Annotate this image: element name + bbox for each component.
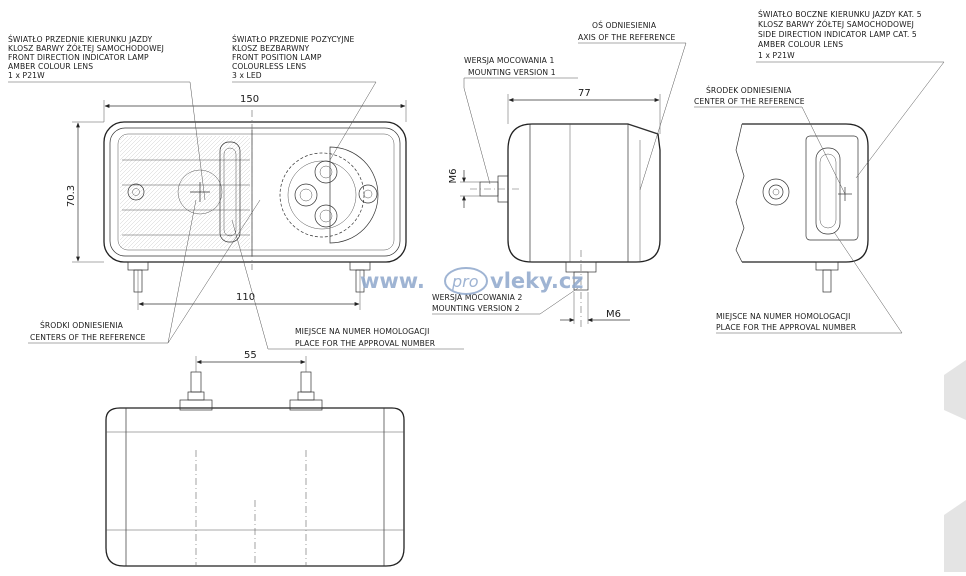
watermark-logo: pro [451, 272, 479, 291]
watermark-pre: www. [360, 269, 425, 293]
dimension-mount-spacing-text: 110 [236, 292, 255, 303]
label-line: PLACE FOR THE APPROVAL NUMBER [716, 323, 857, 332]
label-axis-reference: OŚ ODNIESIENIA AXIS OF THE REFERENCE [578, 21, 687, 191]
label-front-indicator: ŚWIATŁO PRZEDNIE KIERUNKU JAZDY KLOSZ BA… [8, 35, 206, 201]
label-mounting-v1: WERSJA MOCOWANIA 1 MOUNTING VERSION 1 [463, 56, 578, 185]
bottom-view [105, 371, 405, 567]
front-studs [127, 261, 371, 293]
label-line: AMBER COLOUR LENS [758, 40, 843, 49]
label-line: 55 [244, 350, 257, 361]
led-cluster [279, 146, 379, 244]
label-line: MIEJSCE NA NUMER HOMOLOGACJI [716, 312, 850, 321]
dimension-depth: 77 [507, 88, 661, 134]
dimension-bolt-v1: M6 [448, 169, 480, 208]
page-edge-shape-top [944, 360, 966, 420]
label-line: FRONT DIRECTION INDICATOR LAMP [8, 53, 149, 62]
label-line: AMBER COLOUR LENS [8, 62, 93, 71]
side-view [470, 123, 661, 330]
dimension-width: 150 [103, 94, 407, 122]
dimension-bottom-spacing: 55 [195, 350, 307, 372]
label-center-reference: ŚRODEK ODNIESIENIA CENTER OF THE REFEREN… [694, 86, 846, 195]
label-line: MOUNTING VERSION 2 [432, 304, 520, 313]
label-line: COLOURLESS LENS [232, 62, 306, 71]
label-line: KLOSZ BARWY ŻÓŁTEJ SAMOCHODOWEJ [758, 20, 914, 29]
label-line: CENTERS OF THE REFERENCE [30, 333, 146, 342]
label-line: 1 x P21W [758, 51, 795, 60]
watermark-post: vleky.cz [490, 269, 584, 293]
label-line: OŚ ODNIESIENIA [592, 21, 657, 30]
label-line: AXIS OF THE REFERENCE [578, 33, 675, 42]
label-line: MOUNTING VERSION 1 [468, 68, 556, 77]
watermark: www. pro vleky.cz [360, 267, 584, 295]
label-line: 1 x P21W [8, 71, 45, 80]
side-screw-icon [762, 178, 790, 206]
label-line: M6 [448, 169, 459, 184]
dimension-width-text: 150 [240, 94, 259, 105]
label-line: SIDE DIRECTION INDICATOR LAMP CAT. 5 [758, 30, 917, 39]
label-line: M6 [606, 309, 621, 320]
label-line: PLACE FOR THE APPROVAL NUMBER [295, 339, 436, 348]
label-approval-number-front: MIEJSCE NA NUMER HOMOLOGACJI PLACE FOR T… [231, 219, 464, 350]
label-mounting-v2: WERSJA MOCOWANIA 2 MOUNTING VERSION 2 [432, 287, 579, 315]
label-line: FRONT POSITION LAMP [232, 53, 322, 62]
side-indicator-view [735, 123, 869, 293]
dimension-depth-text: 77 [578, 88, 591, 99]
page-edge-shape-bottom [944, 500, 966, 572]
amber-lens-pattern [120, 136, 250, 248]
dimension-bolt-v2: M6 [560, 292, 630, 324]
label-line: ŚWIATŁO PRZEDNIE KIERUNKU JAZDY [8, 35, 153, 44]
dimension-height-text: 70.3 [66, 185, 77, 207]
label-line: 3 x LED [232, 71, 262, 80]
label-line: KLOSZ BEZBARWNY [232, 44, 310, 53]
dimension-height: 70.3 [66, 121, 104, 263]
label-centers-reference: ŚRODKI ODNIESIENIA CENTERS OF THE REFERE… [28, 199, 261, 344]
label-line: WERSJA MOCOWANIA 2 [432, 293, 522, 302]
label-line: ŚWIATŁO PRZEDNIE POZYCYJNE [232, 35, 355, 44]
label-line: ŚRODEK ODNIESIENIA [706, 86, 792, 95]
label-line: KLOSZ BARWY ŻÓŁTEJ SAMOCHODOWEJ [8, 44, 164, 53]
label-line: CENTER OF THE REFERENCE [694, 97, 805, 106]
watermark-logo-ring [444, 267, 488, 295]
label-front-position: ŚWIATŁO PRZEDNIE POZYCYJNE KLOSZ BEZBARW… [232, 35, 377, 161]
label-line: ŚRODKI ODNIESIENIA [40, 321, 124, 330]
label-approval-number-side: MIEJSCE NA NUMER HOMOLOGACJI PLACE FOR T… [716, 231, 903, 334]
screw-icon [127, 183, 145, 201]
label-line: MIEJSCE NA NUMER HOMOLOGACJI [295, 327, 429, 336]
label-side-indicator: ŚWIATŁO BOCZNE KIERUNKU JAZDY KAT. 5 KLO… [756, 10, 945, 179]
dimension-mount-spacing: 110 [138, 292, 360, 306]
front-view [103, 110, 407, 310]
label-line: WERSJA MOCOWANIA 1 [464, 56, 554, 65]
label-line: ŚWIATŁO BOCZNE KIERUNKU JAZDY KAT. 5 [758, 10, 922, 19]
